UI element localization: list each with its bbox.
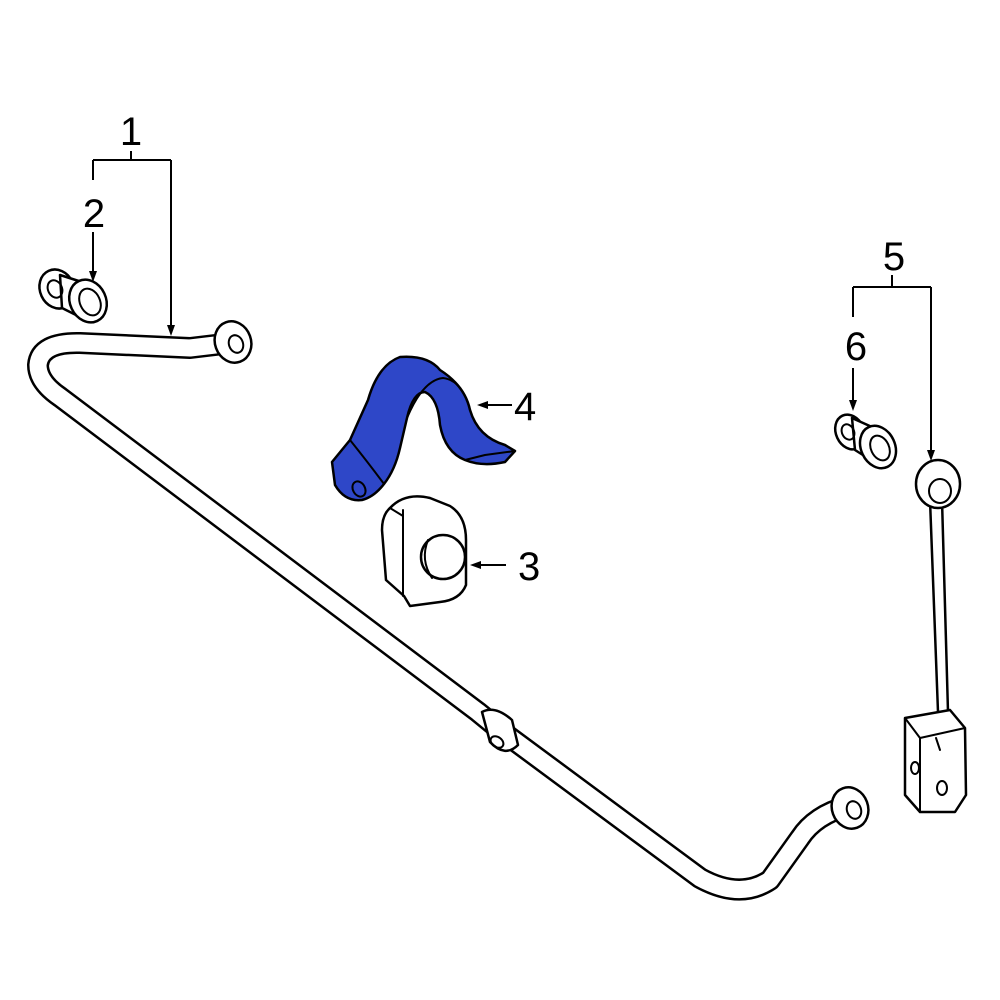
callout-2: 2 <box>83 192 105 236</box>
stabilizer-bar[interactable] <box>27 316 874 901</box>
callout-labels: 1 2 3 4 5 6 <box>83 110 905 589</box>
callout-3: 3 <box>518 545 540 589</box>
stabilizer-bracket[interactable] <box>330 355 517 502</box>
leader-lines <box>89 151 935 569</box>
callout-5: 5 <box>883 235 905 279</box>
stabilizer-bushing[interactable] <box>380 495 468 608</box>
bar-end-bushing-left[interactable] <box>33 264 113 329</box>
callout-6: 6 <box>845 325 867 369</box>
callout-1: 1 <box>120 110 142 154</box>
callout-4: 4 <box>514 385 536 429</box>
link-bushing[interactable] <box>830 410 903 474</box>
stabilizer-link[interactable] <box>903 458 968 814</box>
